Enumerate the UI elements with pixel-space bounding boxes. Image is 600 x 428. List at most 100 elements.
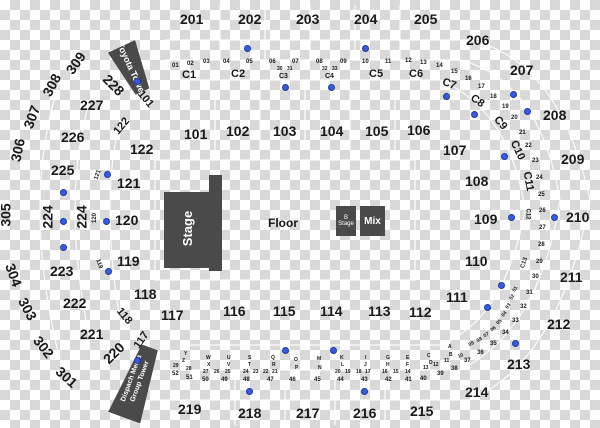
section-223[interactable]: 223 (50, 263, 74, 279)
section-101[interactable]: 101 (184, 126, 208, 142)
club-c3[interactable]: C3 (279, 73, 288, 80)
suite-36[interactable]: 36 (477, 350, 484, 356)
suite-23[interactable]: 23 (532, 158, 539, 164)
section-120-club[interactable]: 120 (92, 212, 99, 224)
section-212[interactable]: 212 (547, 316, 571, 332)
section-204[interactable]: 204 (354, 11, 378, 27)
section-219[interactable]: 219 (178, 401, 202, 417)
suite-19[interactable]: 19 (502, 104, 509, 110)
club-c2[interactable]: C2 (231, 68, 246, 80)
club-c1[interactable]: C1 (182, 69, 197, 81)
suite-14[interactable]: 14 (436, 63, 443, 69)
section-118[interactable]: 118 (134, 286, 157, 302)
section-213[interactable]: 213 (507, 356, 531, 372)
suite-10[interactable]: 10 (362, 59, 369, 65)
suite-06[interactable]: 06 (269, 59, 276, 65)
suite-13[interactable]: 13 (420, 60, 427, 66)
suite-52[interactable]: 52 (172, 371, 179, 377)
section-214[interactable]: 214 (465, 384, 489, 400)
suite-12[interactable]: 12 (405, 58, 412, 64)
section-119[interactable]: 119 (117, 253, 140, 269)
section-106[interactable]: 106 (407, 122, 431, 138)
section-108[interactable]: 108 (465, 173, 489, 189)
seat-20[interactable]: 20 (335, 369, 341, 375)
row-j[interactable]: J (364, 362, 367, 368)
row-v[interactable]: V (227, 362, 231, 368)
seat-17[interactable]: 17 (365, 369, 371, 375)
suite-25[interactable]: 25 (538, 192, 545, 198)
section-215[interactable]: 215 (410, 403, 434, 419)
row-g[interactable]: G (386, 355, 390, 361)
row-t[interactable]: T (248, 362, 252, 368)
suite-29[interactable]: 29 (536, 259, 543, 265)
suite-15[interactable]: 15 (451, 69, 458, 75)
suite-49[interactable]: 49 (221, 377, 228, 383)
suite-16[interactable]: 16 (465, 76, 472, 82)
section-209[interactable]: 209 (561, 151, 585, 167)
suite-43[interactable]: 43 (361, 377, 368, 383)
section-116[interactable]: 116 (223, 303, 246, 319)
row-c[interactable]: C (427, 353, 431, 359)
suite-28[interactable]: 28 (538, 242, 545, 248)
suite-40[interactable]: 40 (420, 376, 427, 382)
suite-24[interactable]: 24 (536, 175, 543, 181)
section-216[interactable]: 216 (353, 405, 377, 421)
suite-04[interactable]: 04 (223, 59, 230, 65)
suite-02[interactable]: 02 (187, 61, 194, 67)
floor-label[interactable]: Floor (268, 216, 298, 230)
row-i[interactable]: I (365, 355, 367, 361)
suite-38[interactable]: 38 (451, 366, 458, 372)
seat-29[interactable]: 29 (173, 363, 179, 369)
seat-16[interactable]: 16 (382, 369, 388, 375)
section-113[interactable]: 113 (368, 303, 391, 319)
row-f[interactable]: F (406, 362, 410, 368)
suite-inner-32[interactable]: 32 (322, 66, 328, 72)
seat-12[interactable]: 12 (433, 362, 439, 368)
suite-inner-31[interactable]: 31 (287, 66, 293, 72)
club-c6[interactable]: C6 (409, 68, 424, 80)
suite-44[interactable]: 44 (337, 377, 344, 383)
suite-46[interactable]: 46 (289, 377, 296, 383)
suite-33[interactable]: 33 (512, 318, 519, 324)
seat-18[interactable]: 18 (356, 369, 362, 375)
section-217[interactable]: 217 (296, 405, 320, 421)
suite-21[interactable]: 21 (519, 130, 526, 136)
row-r[interactable]: R (272, 362, 276, 368)
section-206[interactable]: 206 (466, 32, 490, 48)
section-103[interactable]: 103 (273, 123, 297, 139)
row-l[interactable]: L (341, 362, 345, 368)
section-222[interactable]: 222 (63, 295, 87, 311)
seat-28[interactable]: 28 (186, 366, 192, 372)
section-202[interactable]: 202 (238, 11, 262, 27)
suite-09[interactable]: 09 (340, 59, 347, 65)
section-104[interactable]: 104 (320, 123, 344, 139)
section-208[interactable]: 208 (543, 107, 567, 123)
suite-34[interactable]: 34 (502, 330, 509, 336)
row-m[interactable]: M (317, 356, 322, 362)
seat-14[interactable]: 14 (405, 369, 411, 375)
section-117[interactable]: 117 (161, 307, 184, 323)
seat-23[interactable]: 23 (253, 369, 259, 375)
section-115[interactable]: 115 (273, 303, 296, 319)
section-205[interactable]: 205 (414, 11, 438, 27)
seat-19[interactable]: 19 (345, 369, 351, 375)
row-u[interactable]: U (227, 355, 231, 361)
section-110[interactable]: 110 (465, 253, 488, 269)
section-109[interactable]: 109 (474, 211, 498, 227)
suite-31[interactable]: 31 (526, 290, 533, 296)
seat-27[interactable]: 27 (203, 369, 209, 375)
row-d[interactable]: D (429, 360, 433, 366)
section-105[interactable]: 105 (365, 123, 389, 139)
suite-05[interactable]: 05 (246, 59, 253, 65)
row-k[interactable]: K (340, 355, 344, 361)
section-225[interactable]: 225 (51, 162, 75, 178)
seat-26[interactable]: 26 (214, 369, 220, 375)
section-120[interactable]: 120 (115, 212, 139, 228)
section-201[interactable]: 201 (180, 11, 204, 27)
section-224-outer[interactable]: 224 (39, 205, 56, 229)
suite-35[interactable]: 35 (490, 341, 497, 347)
section-227[interactable]: 227 (80, 97, 104, 113)
suite-01[interactable]: 01 (172, 63, 179, 69)
section-218[interactable]: 218 (238, 405, 262, 421)
club-c5[interactable]: C5 (369, 68, 384, 80)
